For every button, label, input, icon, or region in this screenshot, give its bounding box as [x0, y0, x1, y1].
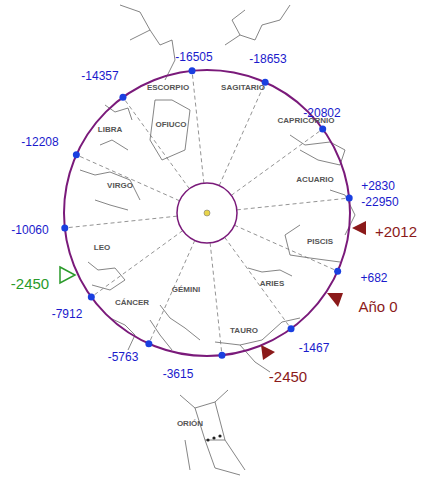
constellation-name: LEO	[94, 244, 110, 252]
year-number: -22950	[361, 196, 398, 208]
constellation-name: ORIÓN	[177, 420, 203, 428]
constellation-name: ACUARIO	[296, 176, 333, 184]
date-dot	[189, 67, 196, 74]
constellation-name: ESCORPIO	[147, 84, 189, 92]
constellation-name: LIBRA	[98, 126, 122, 134]
year-number: +2830	[361, 180, 395, 192]
dashed-ray	[123, 97, 189, 188]
dashed-ray	[192, 71, 204, 183]
date-dot	[61, 224, 68, 231]
year-number: -14357	[81, 70, 118, 82]
date-dot	[73, 151, 80, 158]
marker-triangle	[261, 345, 275, 360]
marker-triangle	[327, 293, 343, 307]
year-number: -18653	[249, 53, 286, 65]
dashed-ray	[210, 243, 222, 355]
marker-label: +2012	[375, 224, 417, 239]
marker-triangle-open	[60, 267, 75, 283]
constellation-name: GÉMINI	[172, 286, 200, 294]
year-number: -16505	[175, 51, 212, 63]
marker-label: -2450	[11, 276, 49, 291]
dashed-ray	[231, 129, 322, 195]
year-number: -3615	[163, 368, 194, 380]
constellation-name: OFIUCO	[155, 121, 186, 129]
constellation-name: VIRGO	[107, 182, 133, 190]
dashed-ray	[76, 155, 179, 201]
marker-label: Año 0	[358, 299, 397, 314]
date-dots	[61, 67, 352, 358]
year-number: -5763	[108, 351, 139, 363]
constellation-figures	[80, 5, 355, 475]
year-number: +682	[360, 272, 387, 284]
inner-circle	[177, 183, 237, 243]
outer-circle	[64, 70, 350, 356]
date-dot	[119, 94, 126, 101]
constellation-name: SAGITARIO	[221, 84, 265, 92]
dashed-ray	[237, 198, 349, 210]
dashed-rays	[65, 71, 349, 355]
orion-belt	[206, 434, 221, 441]
year-number: -7912	[52, 308, 83, 320]
date-dot	[346, 195, 353, 202]
date-dot	[218, 352, 225, 359]
sun-symbol	[204, 210, 210, 216]
year-number: -20802	[303, 107, 340, 119]
date-dot	[319, 125, 326, 132]
constellation-name: TAURO	[230, 327, 258, 335]
dashed-ray	[234, 225, 337, 271]
constellation-name: CÁNCER	[115, 299, 149, 307]
constellation-name: ARIES	[260, 280, 284, 288]
date-dot	[88, 294, 95, 301]
constellation-name: PISCIS	[307, 238, 333, 246]
date-dot	[334, 268, 341, 275]
year-number: -1467	[299, 342, 330, 354]
dashed-ray	[225, 237, 291, 328]
marker-label: -2450	[269, 369, 307, 384]
year-number: -12208	[21, 136, 58, 148]
marker-triangle	[352, 221, 366, 235]
date-dot	[145, 340, 152, 347]
dashed-ray	[65, 216, 177, 228]
year-number: -10060	[11, 224, 48, 236]
dashed-ray	[91, 231, 182, 297]
dashed-ray	[219, 82, 265, 185]
date-dot	[288, 325, 295, 332]
